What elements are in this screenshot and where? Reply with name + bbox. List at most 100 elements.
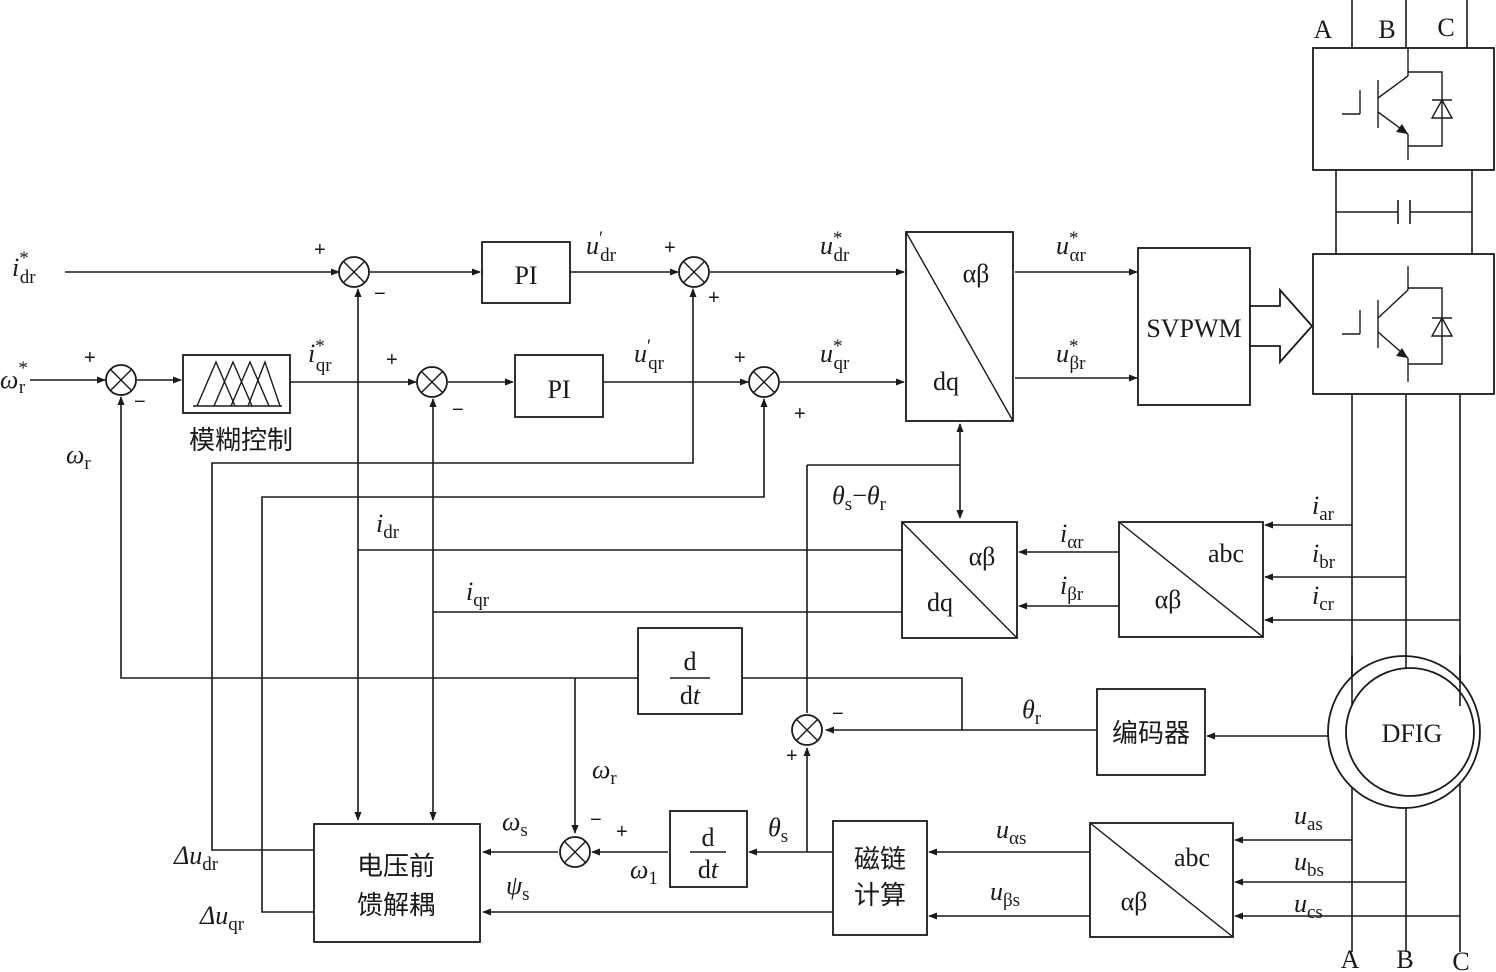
sign-minus: − bbox=[452, 399, 464, 421]
phase-a-top: A bbox=[1314, 15, 1333, 44]
igbt-icon bbox=[1342, 48, 1454, 160]
label-ibr: ibr bbox=[1312, 539, 1336, 573]
sign-plus: + bbox=[314, 239, 326, 261]
label-iqr-ref: i*qr bbox=[308, 336, 332, 376]
pi-q-label: PI bbox=[547, 375, 570, 404]
sign-minus: − bbox=[134, 391, 146, 413]
sign-plus: + bbox=[386, 349, 398, 371]
label-iar: iar bbox=[1312, 491, 1335, 525]
clarke-stator-abc-label: abc bbox=[1174, 843, 1210, 872]
clarke-transform-rotor: abc αβ bbox=[1118, 521, 1264, 638]
clarke-transform-stator: abc αβ bbox=[1089, 822, 1234, 938]
label-i-alpha-r: iαr bbox=[1060, 519, 1084, 553]
derivative-block-speed: d dt bbox=[637, 627, 743, 715]
deriv-top-label: d bbox=[684, 647, 697, 676]
sign-minus: − bbox=[374, 283, 386, 305]
svpwm-block: SVPWM bbox=[1137, 247, 1251, 406]
label-ucs: ucs bbox=[1294, 889, 1323, 923]
phase-c-bottom: C bbox=[1452, 947, 1469, 972]
decouple-line2: 馈解耦 bbox=[357, 891, 435, 921]
label-uas: uas bbox=[1294, 801, 1323, 835]
label-idr-ref: i*dr bbox=[12, 248, 36, 288]
label-uar-ref: u*αr bbox=[1056, 228, 1086, 266]
derivative-block-stator: d dt bbox=[669, 810, 748, 888]
label-ubs: ubs bbox=[1294, 847, 1324, 881]
grid-side-converter bbox=[1312, 47, 1495, 171]
rotor-side-converter bbox=[1312, 253, 1495, 395]
svpwm-label: SVPWM bbox=[1146, 314, 1241, 343]
label-uqr-ref: u*qr bbox=[820, 336, 850, 374]
sum-junction-slip-speed bbox=[559, 836, 591, 868]
sign-plus: + bbox=[664, 237, 676, 259]
junction-signs: + − + − + + + − + + − + − + bbox=[84, 237, 844, 843]
label-iqr: iqr bbox=[466, 577, 490, 611]
decouple-line1: 电压前 bbox=[357, 852, 435, 882]
sign-minus: − bbox=[832, 703, 844, 725]
label-theta-s: θs bbox=[768, 813, 788, 847]
label-udr-prime: u′dr bbox=[586, 228, 617, 266]
sign-plus: + bbox=[708, 287, 720, 309]
fuzzy-control-label: 模糊控制 bbox=[189, 426, 293, 456]
flux-line1: 磁链 bbox=[854, 845, 906, 875]
encoder-block: 编码器 bbox=[1096, 688, 1206, 776]
phase-labels: A B C A B C bbox=[1314, 13, 1470, 972]
label-ws: ωs bbox=[502, 807, 528, 841]
phase-c-top: C bbox=[1437, 13, 1454, 42]
deriv2-top-label: d bbox=[702, 823, 715, 852]
sign-plus: + bbox=[84, 347, 96, 369]
sign-minus: − bbox=[590, 809, 602, 831]
fuzzy-membership-icon bbox=[193, 359, 282, 407]
flux-calc-block: 磁链 计算 bbox=[832, 820, 928, 936]
sign-plus: + bbox=[794, 403, 806, 425]
label-wr-down: ωr bbox=[592, 755, 617, 789]
label-delta-udr: Δudr bbox=[173, 841, 219, 875]
label-w1: ω1 bbox=[630, 855, 658, 889]
label-ubr-ref: u*βr bbox=[1056, 336, 1086, 374]
sign-plus: + bbox=[734, 347, 746, 369]
flux-line2: 计算 bbox=[854, 881, 906, 911]
inv-park-dq-label: dq bbox=[933, 367, 959, 396]
pi-block-q: PI bbox=[514, 354, 604, 418]
sum-junction-d-current bbox=[338, 256, 370, 288]
label-wr-ref: ω*r bbox=[0, 358, 28, 398]
label-udr-ref: u*dr bbox=[820, 228, 850, 266]
phase-b-top: B bbox=[1378, 15, 1395, 44]
signal-lines bbox=[30, 0, 1473, 952]
sign-plus: + bbox=[616, 821, 628, 843]
sum-junction-speed bbox=[105, 364, 137, 396]
label-wr-feedback: ωr bbox=[66, 440, 91, 474]
phase-b-bottom: B bbox=[1396, 945, 1413, 972]
sum-junction-d-voltage bbox=[678, 256, 710, 288]
deriv2-bottom-label: dt bbox=[698, 855, 719, 884]
label-u-beta-s: uβs bbox=[990, 877, 1020, 911]
label-theta-r: θr bbox=[1022, 695, 1042, 729]
label-u-alpha-s: uαs bbox=[996, 815, 1026, 849]
label-psi-s: ψs bbox=[506, 871, 530, 905]
label-delta-uqr: Δuqr bbox=[199, 901, 245, 935]
phase-a-bottom: A bbox=[1341, 945, 1360, 972]
signal-labels: i*dr ω*r ωr i*qr u′dr u′qr u*dr u*qr u*α… bbox=[0, 228, 1336, 935]
dfig-generator: DFIG bbox=[1327, 655, 1481, 809]
label-idr: idr bbox=[376, 509, 400, 543]
inv-park-ab-label: αβ bbox=[963, 259, 990, 288]
deriv-bottom-label: dt bbox=[680, 681, 701, 710]
inverse-park-block: αβ dq bbox=[905, 231, 1014, 422]
summing-junctions bbox=[105, 256, 823, 868]
pi-block-d: PI bbox=[481, 241, 571, 304]
igbt-icon bbox=[1342, 266, 1454, 382]
park-rotor-dq-label: dq bbox=[927, 588, 953, 617]
park-rotor-ab-label: αβ bbox=[969, 542, 996, 571]
sum-junction-q-current bbox=[416, 366, 448, 398]
encoder-label: 编码器 bbox=[1112, 719, 1190, 749]
clarke-rotor-ab-label: αβ bbox=[1155, 585, 1182, 614]
sum-junction-slip-angle bbox=[791, 714, 823, 746]
park-transform-rotor: αβ dq bbox=[901, 521, 1018, 639]
pwm-hollow-arrow bbox=[1249, 287, 1314, 365]
label-uqr-prime: u′qr bbox=[634, 336, 665, 374]
label-i-beta-r: iβr bbox=[1060, 571, 1084, 605]
sign-plus: + bbox=[786, 745, 798, 767]
sum-junction-q-voltage bbox=[748, 366, 780, 398]
label-theta-difference: θs−θr bbox=[832, 481, 887, 515]
fuzzy-control-block: 模糊控制 bbox=[182, 354, 293, 456]
